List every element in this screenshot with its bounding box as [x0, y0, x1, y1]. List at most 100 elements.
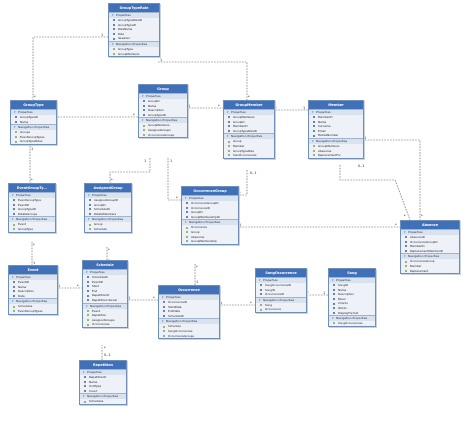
property-item[interactable]: MemberID	[224, 124, 274, 129]
property-item[interactable]: GroupID	[85, 203, 131, 208]
expand-icon[interactable]: ▾	[227, 110, 229, 114]
expand-icon[interactable]: ▾	[227, 134, 229, 139]
navigation-property-item[interactable]: GroupTypeRoles	[11, 139, 56, 144]
property-item[interactable]: GroupTypeRoleID	[224, 129, 274, 134]
property-item[interactable]: OccurrenceID	[256, 292, 306, 297]
navigation-property-item[interactable]: Occurrence	[182, 225, 238, 230]
property-item[interactable]: Date	[9, 294, 57, 299]
navigation-property-item[interactable]: Member	[224, 144, 274, 149]
expand-icon[interactable]: ▾	[162, 319, 164, 324]
property-item[interactable]: Name	[139, 104, 187, 109]
expand-icon[interactable]: ▾	[142, 94, 144, 98]
property-item[interactable]: GroupTypeID	[9, 207, 55, 212]
expand-icon[interactable]: ▾	[112, 41, 114, 46]
navigation-property-item[interactable]: Occurrences	[83, 322, 127, 327]
navigation-property-item[interactable]: Schedule	[85, 227, 131, 232]
navigation-property-item[interactable]: OccurrenceGroups	[139, 133, 187, 138]
navigation-property-item[interactable]: GroupType	[9, 227, 55, 232]
navigation-section-header[interactable]: ▾Navigation Properties	[80, 393, 126, 400]
property-item[interactable]: GroupID	[139, 99, 187, 104]
navigation-property-item[interactable]: GroupMembers	[139, 123, 187, 128]
properties-section-header[interactable]: ▾Properties	[11, 109, 56, 115]
property-item[interactable]: RotateMembers	[85, 212, 131, 217]
property-item[interactable]: Start	[83, 284, 127, 289]
properties-section-header[interactable]: ▾Properties	[85, 192, 131, 198]
property-item[interactable]: GroupTypeRoleID	[109, 18, 159, 23]
property-item[interactable]: AssignedGroupID	[85, 198, 131, 203]
expand-icon[interactable]: ▾	[404, 254, 406, 259]
navigation-section-header[interactable]: ▾Navigation Properties	[256, 296, 306, 303]
navigation-property-item[interactable]: Replacement	[401, 269, 459, 274]
navigation-property-item[interactable]: AssignedGroups	[139, 128, 187, 133]
property-item[interactable]: ScheduleID	[85, 207, 131, 212]
property-item[interactable]: RepetitionInterval	[83, 298, 127, 303]
properties-section-header[interactable]: ▾Properties	[9, 192, 55, 198]
property-item[interactable]: OccurrenceGroupID	[401, 240, 459, 245]
expand-icon[interactable]: ▾	[162, 295, 164, 299]
navigation-property-item[interactable]: GroupMembers	[109, 52, 159, 57]
navigation-section-header[interactable]: ▾Navigation Properties	[11, 124, 56, 131]
navigation-property-item[interactable]: Member	[401, 264, 459, 269]
property-item[interactable]: MemberID	[401, 244, 459, 249]
property-item[interactable]: AbsenceID	[401, 235, 459, 240]
property-item[interactable]: GroupTypeID	[139, 113, 187, 118]
property-item[interactable]: EventID	[83, 280, 127, 285]
expand-icon[interactable]: ▾	[12, 299, 14, 304]
property-item[interactable]: RepetitionID	[80, 375, 126, 380]
navigation-section-header[interactable]: ▾Navigation Properties	[224, 133, 274, 140]
property-item[interactable]: Name	[329, 288, 375, 293]
property-item[interactable]: EventID	[9, 203, 55, 208]
expand-icon[interactable]: ▾	[312, 110, 314, 114]
properties-section-header[interactable]: ▾Properties	[224, 109, 274, 115]
navigation-property-item[interactable]: SongOccurrences	[329, 321, 375, 326]
navigation-property-item[interactable]: Group	[224, 139, 274, 144]
property-item[interactable]: End	[83, 289, 127, 294]
expand-icon[interactable]: ▾	[185, 220, 187, 225]
property-item[interactable]: EndDate	[159, 309, 219, 314]
navigation-section-header[interactable]: ▾Navigation Properties	[309, 137, 363, 144]
properties-section-header[interactable]: ▾Properties	[83, 269, 127, 275]
property-item[interactable]: Description	[9, 289, 57, 294]
expand-icon[interactable]: ▾	[259, 278, 261, 282]
property-item[interactable]: OccurrenceID	[182, 206, 238, 211]
expand-icon[interactable]: ▾	[12, 275, 14, 279]
expand-icon[interactable]: ▾	[83, 394, 85, 399]
property-item[interactable]: EventID	[9, 280, 57, 285]
expand-icon[interactable]: ▾	[88, 217, 90, 222]
property-item[interactable]: GroupID	[224, 120, 274, 125]
navigation-property-item[interactable]: OccurrenceGroups	[159, 334, 219, 339]
property-item[interactable]: Music	[329, 297, 375, 302]
property-item[interactable]: Name	[80, 380, 126, 385]
property-item[interactable]: Name	[309, 120, 363, 125]
properties-section-header[interactable]: ▾Properties	[80, 369, 126, 375]
property-item[interactable]: SongID	[329, 283, 375, 288]
property-item[interactable]: UnitType	[80, 384, 126, 389]
property-item[interactable]: SongID	[256, 288, 306, 293]
navigation-property-item[interactable]: SoloOccurrences	[224, 153, 274, 158]
navigation-section-header[interactable]: ▾Navigation Properties	[139, 117, 187, 124]
navigation-property-item[interactable]: Schedules	[9, 304, 57, 309]
navigation-property-item[interactable]: ReplacementFor	[309, 153, 363, 158]
property-item[interactable]: MobileNumber	[309, 133, 363, 138]
navigation-property-item[interactable]: SongOccurrences	[159, 329, 219, 334]
navigation-section-header[interactable]: ▾Navigation Properties	[159, 318, 219, 325]
property-item[interactable]: Name	[11, 120, 56, 125]
navigation-property-item[interactable]: Repetition	[83, 313, 127, 318]
property-item[interactable]: MemberID	[309, 115, 363, 120]
expand-icon[interactable]: ▾	[83, 370, 85, 374]
expand-icon[interactable]: ▾	[88, 193, 90, 197]
navigation-section-header[interactable]: ▾Navigation Properties	[85, 216, 131, 223]
navigation-property-item[interactable]: GroupMembership	[182, 239, 238, 244]
property-item[interactable]: Words	[329, 306, 375, 311]
expand-icon[interactable]: ▾	[332, 278, 334, 282]
expand-icon[interactable]: ▾	[259, 297, 261, 302]
